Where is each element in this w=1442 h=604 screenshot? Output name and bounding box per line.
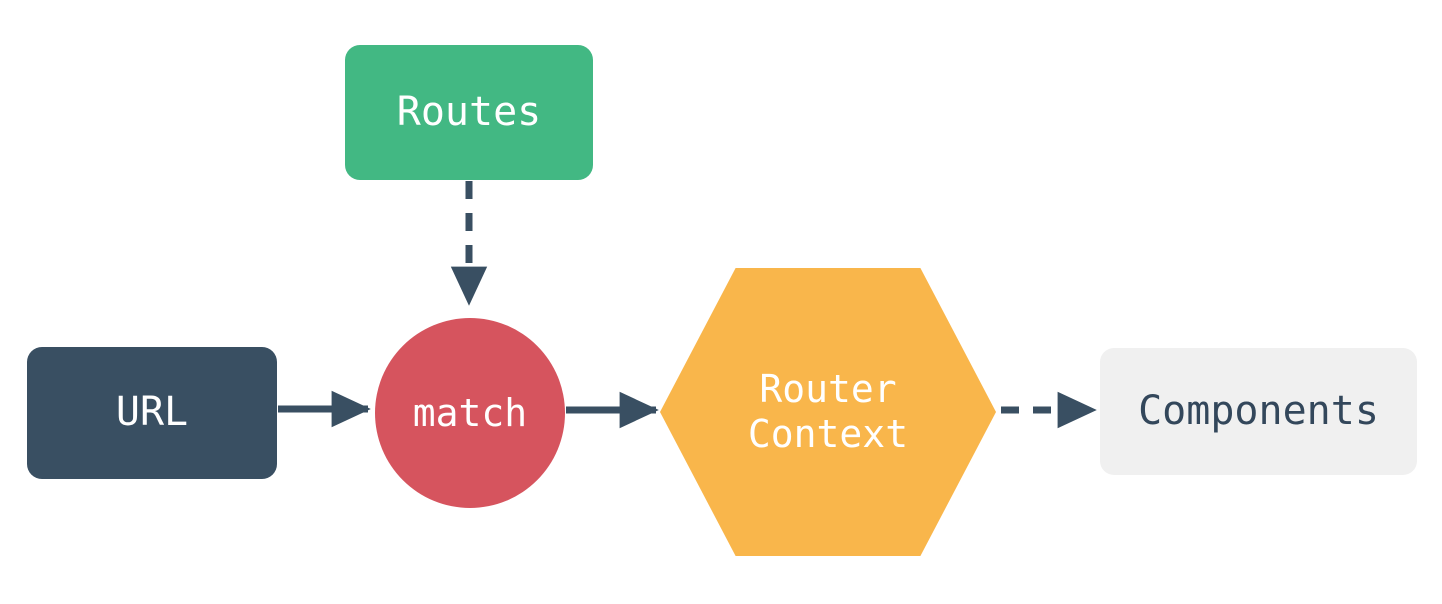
node-routes[interactable]: Routes	[345, 45, 593, 180]
node-components[interactable]: Components	[1100, 348, 1417, 475]
node-url[interactable]: URL	[27, 347, 277, 479]
node-match[interactable]: match	[375, 318, 565, 508]
node-router-context[interactable]: Router Context	[660, 268, 996, 556]
